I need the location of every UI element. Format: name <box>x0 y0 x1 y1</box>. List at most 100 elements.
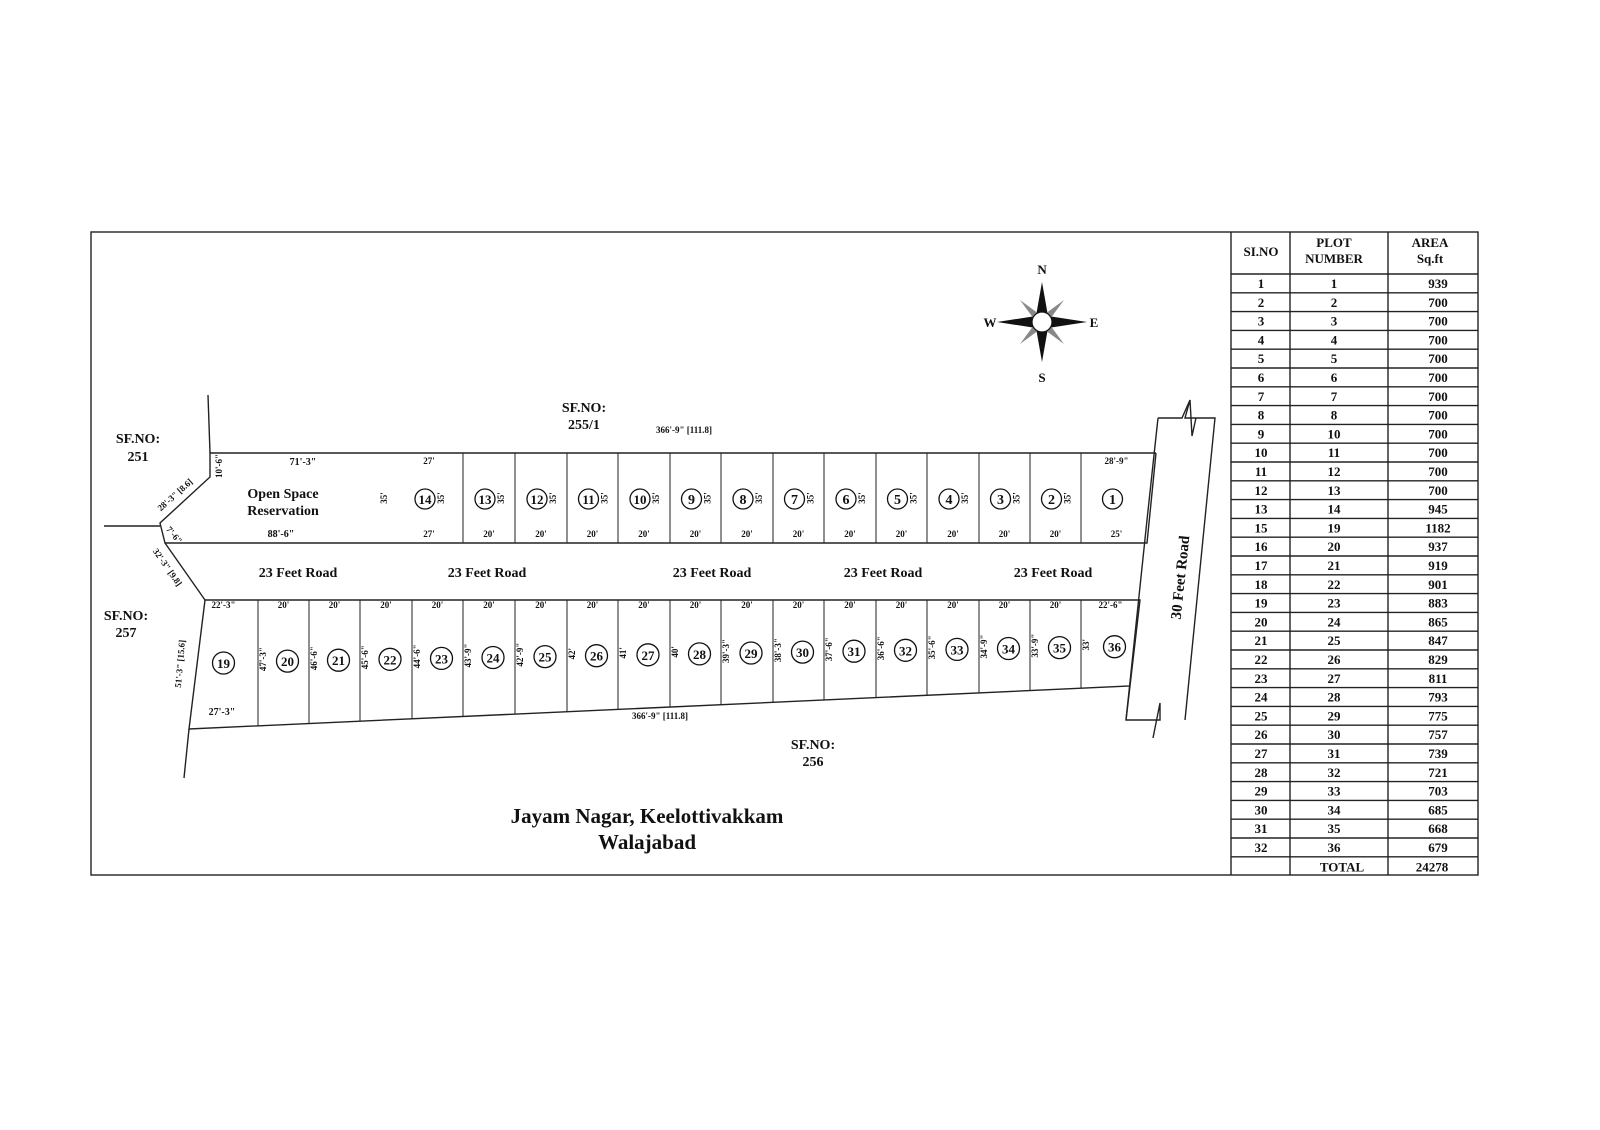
plot-19-marker <box>211 651 236 675</box>
plot-depth-dim: 35' <box>909 492 919 504</box>
plot-28-marker <box>687 642 712 666</box>
table-cell-slno: 8 <box>1258 408 1265 423</box>
table-cell-slno: 24 <box>1255 690 1269 705</box>
frame-border <box>90 231 1479 876</box>
plot-depth-dim: 43'-9" <box>463 644 473 668</box>
table-cell-area: 847 <box>1428 633 1448 648</box>
open-space-line2: Reservation <box>247 504 319 519</box>
table-cell-plot: 4 <box>1331 332 1338 347</box>
table-cell-slno: 18 <box>1255 577 1269 592</box>
table-cell-slno: 9 <box>1258 426 1265 441</box>
table-cell-slno: 11 <box>1255 464 1267 479</box>
main-road-west-edge <box>1125 417 1161 739</box>
sf-north-prefix: SF.NO: <box>562 401 606 416</box>
plot-front-dim: 20' <box>947 600 959 610</box>
plot-rear-dim: 27' <box>423 529 435 539</box>
plot-number: 20 <box>281 654 294 669</box>
table-cell-area: 679 <box>1428 840 1448 855</box>
table-cell-slno: 2 <box>1258 295 1265 310</box>
table-cell-slno: 6 <box>1258 370 1265 385</box>
plot-depth-dim: 35'-6" <box>927 635 937 659</box>
plot-5-marker <box>886 488 909 510</box>
south-west-boundary <box>183 728 190 779</box>
plot-front-dim: 20' <box>380 600 392 610</box>
plot-21-marker <box>326 648 351 672</box>
plot-depth-dim: 33' <box>1081 639 1091 651</box>
sf-west-top-no: 251 <box>128 450 149 465</box>
table-cell-slno: 23 <box>1255 671 1269 686</box>
main-road-east-edge <box>1184 399 1216 721</box>
compass-west: W <box>984 315 997 330</box>
plot-number: 26 <box>590 649 604 664</box>
plot-number: 29 <box>745 646 759 661</box>
plot-depth-dim: 35' <box>703 492 713 504</box>
plot-number: 19 <box>217 656 231 671</box>
plot-number: 14 <box>419 492 433 507</box>
plot-depth-dim: 37'-6" <box>824 637 834 661</box>
plot-35-marker <box>1047 635 1072 660</box>
plot-depth-dim: 35' <box>436 492 446 504</box>
table-cell-slno: 26 <box>1255 727 1269 742</box>
table-cell-area: 685 <box>1428 802 1448 817</box>
table-cell-area: 700 <box>1428 483 1448 498</box>
plot-front-dim: 20' <box>741 600 753 610</box>
table-cell-area: 901 <box>1428 577 1448 592</box>
plot-depth-dim: 38'-3" <box>773 638 783 662</box>
plot-number: 35 <box>1053 641 1067 656</box>
plot-25-marker <box>533 644 557 669</box>
plot-2-marker <box>1040 488 1063 510</box>
road-label-23ft: 23 Feet Road <box>844 566 923 581</box>
main-road-break-top <box>1158 399 1197 437</box>
plot-23-marker <box>429 646 454 671</box>
title-line-1: Jayam Nagar, Keelottivakkam <box>511 804 784 828</box>
table-total-label: TOTAL <box>1320 860 1365 875</box>
plot-front-dim: 20' <box>483 600 495 610</box>
plot-4-marker <box>938 488 960 510</box>
table-cell-area: 1182 <box>1425 520 1450 535</box>
plot-number: 28 <box>693 647 707 662</box>
plot-1-marker <box>1101 488 1124 510</box>
compass-north: N <box>1037 262 1047 277</box>
table-cell-slno: 7 <box>1258 389 1265 404</box>
plot-depth-dim: 35' <box>600 492 610 504</box>
plot-number: 36 <box>1108 640 1122 655</box>
road-label-23ft: 23 Feet Road <box>259 566 338 581</box>
plot-depth-dim: 47'-3" <box>258 647 268 671</box>
plot-number: 23 <box>435 651 449 666</box>
table-cell-slno: 16 <box>1255 539 1269 554</box>
plot-depth-dim: 44'-6" <box>412 644 422 668</box>
plot-3-marker <box>989 488 1012 510</box>
plot-depth-dim: 42'-9" <box>515 643 525 667</box>
table-cell-slno: 27 <box>1255 746 1269 761</box>
dim-open-top: 71'-3" <box>290 457 317 468</box>
plot-number: 12 <box>531 492 544 507</box>
table-cell-plot: 29 <box>1328 708 1342 723</box>
title-line-2: Walajabad <box>598 830 696 854</box>
road-label-30ft: 30 Feet Road <box>1169 534 1194 620</box>
table-cell-slno: 13 <box>1255 502 1269 517</box>
table-cell-slno: 5 <box>1258 351 1265 366</box>
table-cell-area: 700 <box>1428 464 1448 479</box>
table-cell-plot: 33 <box>1328 784 1342 799</box>
table-cell-area: 775 <box>1428 708 1448 723</box>
plot-front-dim: 20' <box>896 600 908 610</box>
table-cell-plot: 32 <box>1328 765 1341 780</box>
plot-number: 4 <box>946 493 953 508</box>
table-cell-area: 700 <box>1428 370 1448 385</box>
plot-front-dim: 27' <box>423 456 435 466</box>
plot-depth-dim: 35' <box>857 492 867 504</box>
plot-24-marker <box>481 645 505 670</box>
table-cell-plot: 25 <box>1328 633 1342 648</box>
site-title: Jayam Nagar, Keelottivakkam Walajabad <box>511 804 784 854</box>
table-cell-area: 700 <box>1428 332 1448 347</box>
sf-south-prefix: SF.NO: <box>791 738 835 753</box>
plot-front-dim: 20' <box>535 600 547 610</box>
table-cell-plot: 19 <box>1328 520 1342 535</box>
table-cell-area: 937 <box>1428 539 1448 554</box>
plot-depth-dim: 40' <box>670 646 680 658</box>
plot-11-marker <box>577 488 600 510</box>
table-cell-slno: 19 <box>1255 596 1269 611</box>
plot-rear-dim: 20' <box>999 529 1011 539</box>
plot-number: 22 <box>384 652 397 667</box>
